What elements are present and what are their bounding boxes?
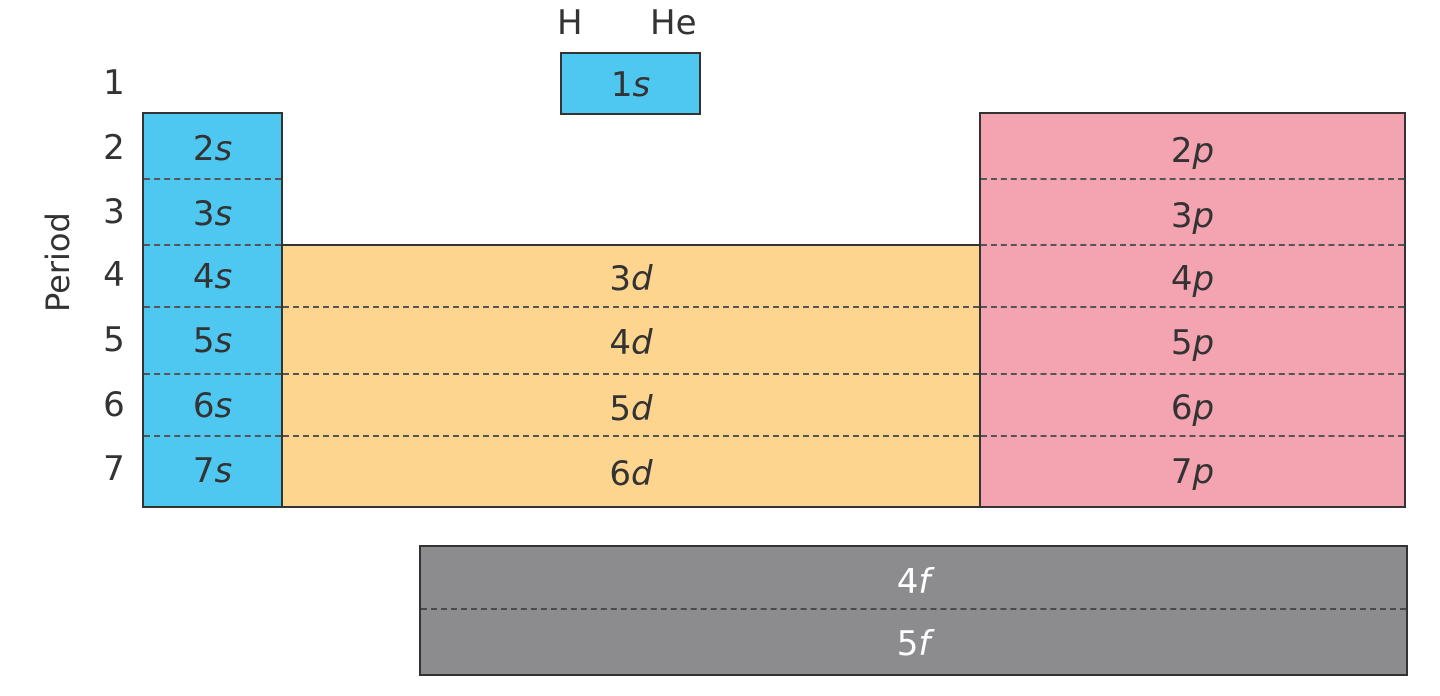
orbital-label-2s: 2s: [192, 129, 233, 169]
divider: [421, 608, 1406, 610]
element-label-he: He: [650, 3, 697, 43]
orbital-label-3d: 3d: [609, 259, 653, 299]
orbital-label-7p: 7p: [1170, 452, 1215, 492]
period-number-4: 4: [103, 255, 125, 295]
block-1s: 1s: [560, 52, 701, 115]
divider: [981, 373, 1404, 375]
orbital-label-3p: 3p: [1170, 196, 1215, 236]
orbital-label-5f: 5f: [896, 624, 931, 664]
element-label-h: H: [557, 3, 583, 43]
orbital-label-6s: 6s: [192, 386, 233, 426]
divider: [981, 306, 1404, 308]
divider: [283, 373, 979, 375]
d-block: 3d 4d 5d 6d: [281, 244, 981, 508]
period-number-1: 1: [103, 63, 125, 103]
period-number-6: 6: [103, 385, 125, 425]
divider: [981, 178, 1404, 180]
orbital-label-5d: 5d: [609, 389, 653, 429]
orbital-label-4f: 4f: [896, 562, 931, 602]
divider: [144, 373, 281, 375]
divider: [144, 306, 281, 308]
period-number-3: 3: [103, 192, 125, 232]
p-block: 2p 3p 4p 5p 6p 7p: [979, 112, 1406, 508]
divider: [144, 435, 281, 437]
divider: [981, 435, 1404, 437]
f-block: 4f 5f: [419, 545, 1408, 676]
orbital-label-4p: 4p: [1170, 259, 1215, 299]
orbital-label-3s: 3s: [192, 194, 233, 234]
period-number-7: 7: [103, 449, 125, 489]
divider: [144, 244, 281, 246]
orbital-label-6d: 6d: [609, 454, 653, 494]
orbital-label-2p: 2p: [1170, 131, 1215, 171]
orbital-label-1s: 1s: [610, 65, 651, 105]
period-number-5: 5: [103, 320, 125, 360]
divider: [283, 435, 979, 437]
divider: [144, 178, 281, 180]
period-axis-title: Period: [39, 212, 77, 312]
orbital-label-7s: 7s: [192, 451, 233, 491]
orbital-label-4d: 4d: [609, 323, 653, 363]
orbital-label-5p: 5p: [1170, 323, 1215, 363]
divider: [283, 306, 979, 308]
divider: [981, 244, 1404, 246]
orbital-label-5s: 5s: [192, 321, 233, 361]
orbital-label-6p: 6p: [1170, 388, 1215, 428]
orbital-label-4s: 4s: [192, 257, 233, 297]
period-number-2: 2: [103, 128, 125, 168]
s-block: 2s 3s 4s 5s 6s 7s: [142, 112, 283, 508]
